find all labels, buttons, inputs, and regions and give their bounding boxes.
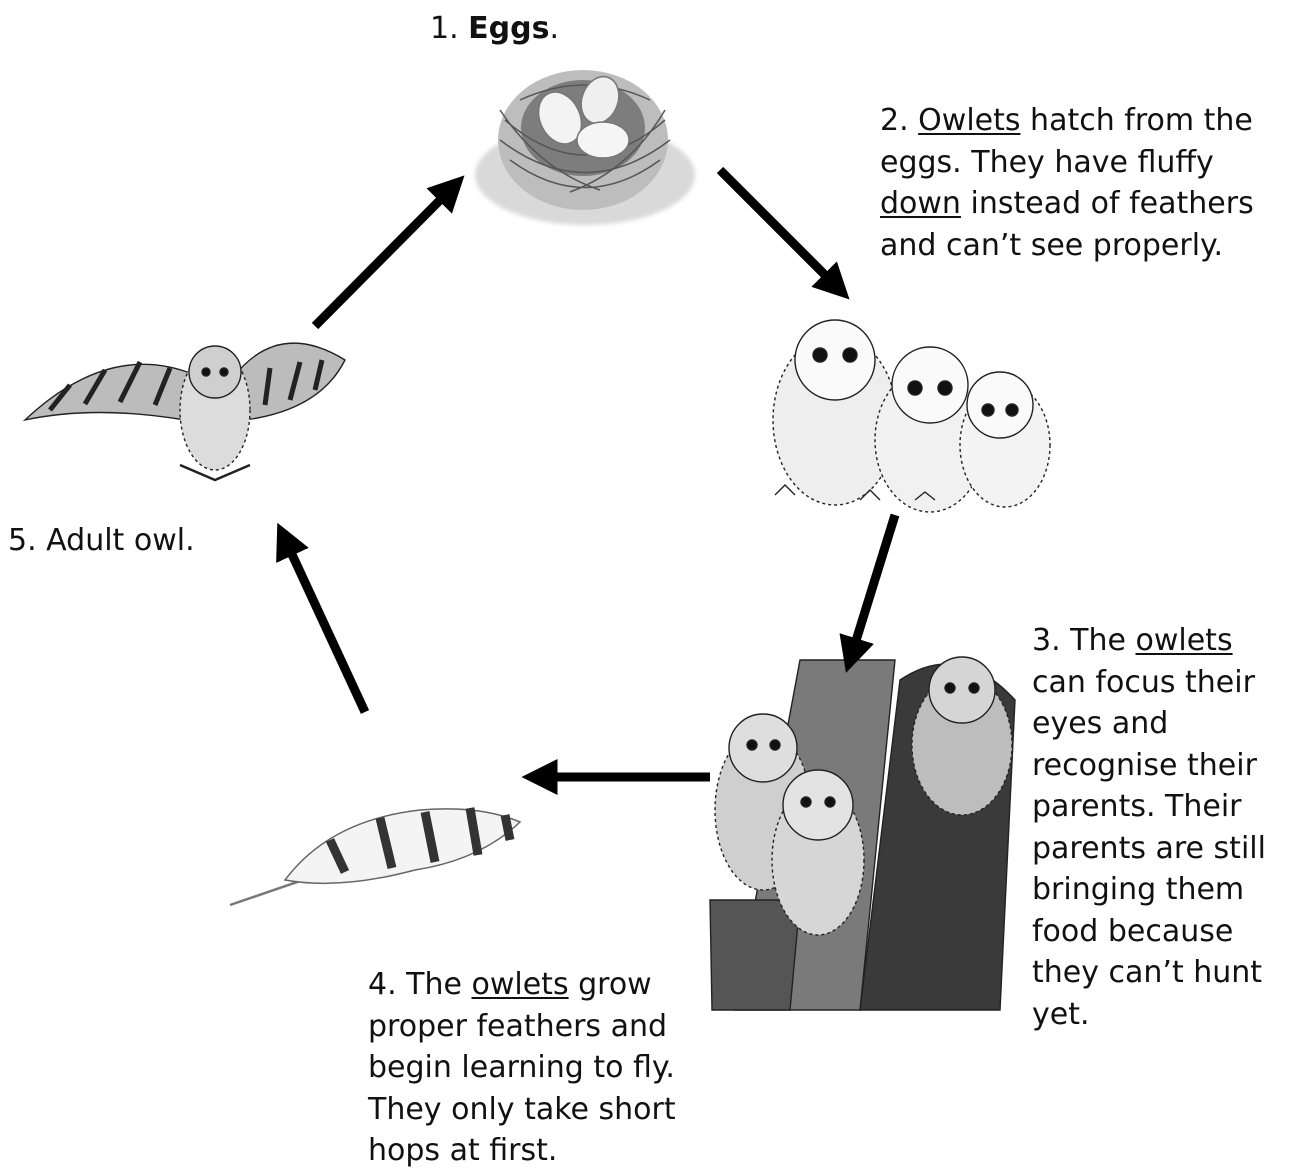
owlets-on-tree-illustration — [710, 657, 1015, 1010]
owlets-term: owlets — [472, 967, 569, 1002]
stage-4-description: 4. The owlets grow proper feathers and b… — [368, 964, 698, 1172]
arrow-feather-to-adult — [283, 535, 365, 712]
fluffy-owlets-illustration — [773, 320, 1050, 512]
arrow-adult-to-eggs — [315, 185, 455, 326]
stage-3-description: 3. The owlets can focus their eyes and r… — [1032, 620, 1282, 1035]
arrow-owlets-to-tree — [850, 515, 895, 660]
stage-1-number: 1. — [430, 11, 468, 46]
feather-illustration — [230, 808, 520, 905]
owlets-term: Owlets — [918, 103, 1020, 138]
nest-eggs-illustration — [475, 70, 695, 225]
down-term: down — [880, 186, 961, 221]
stage-3-lead: 3. The — [1032, 623, 1136, 658]
stage-1-period: . — [549, 11, 559, 46]
stage-2-number: 2. — [880, 103, 918, 138]
stage-3-text: can focus their eyes and recognise their… — [1032, 665, 1266, 1032]
arrow-eggs-to-owlets — [720, 170, 840, 290]
adult-owl-illustration — [25, 343, 345, 480]
stage-1-title: Eggs — [468, 11, 549, 46]
stage-5-text: 5. Adult owl. — [8, 523, 195, 558]
stage-1-label: 1. Eggs. — [430, 8, 559, 50]
stage-4-lead: 4. The — [368, 967, 472, 1002]
stage-5-label: 5. Adult owl. — [8, 520, 195, 562]
stage-2-description: 2. Owlets hatch from the eggs. They have… — [880, 100, 1280, 266]
owlets-term: owlets — [1136, 623, 1233, 658]
